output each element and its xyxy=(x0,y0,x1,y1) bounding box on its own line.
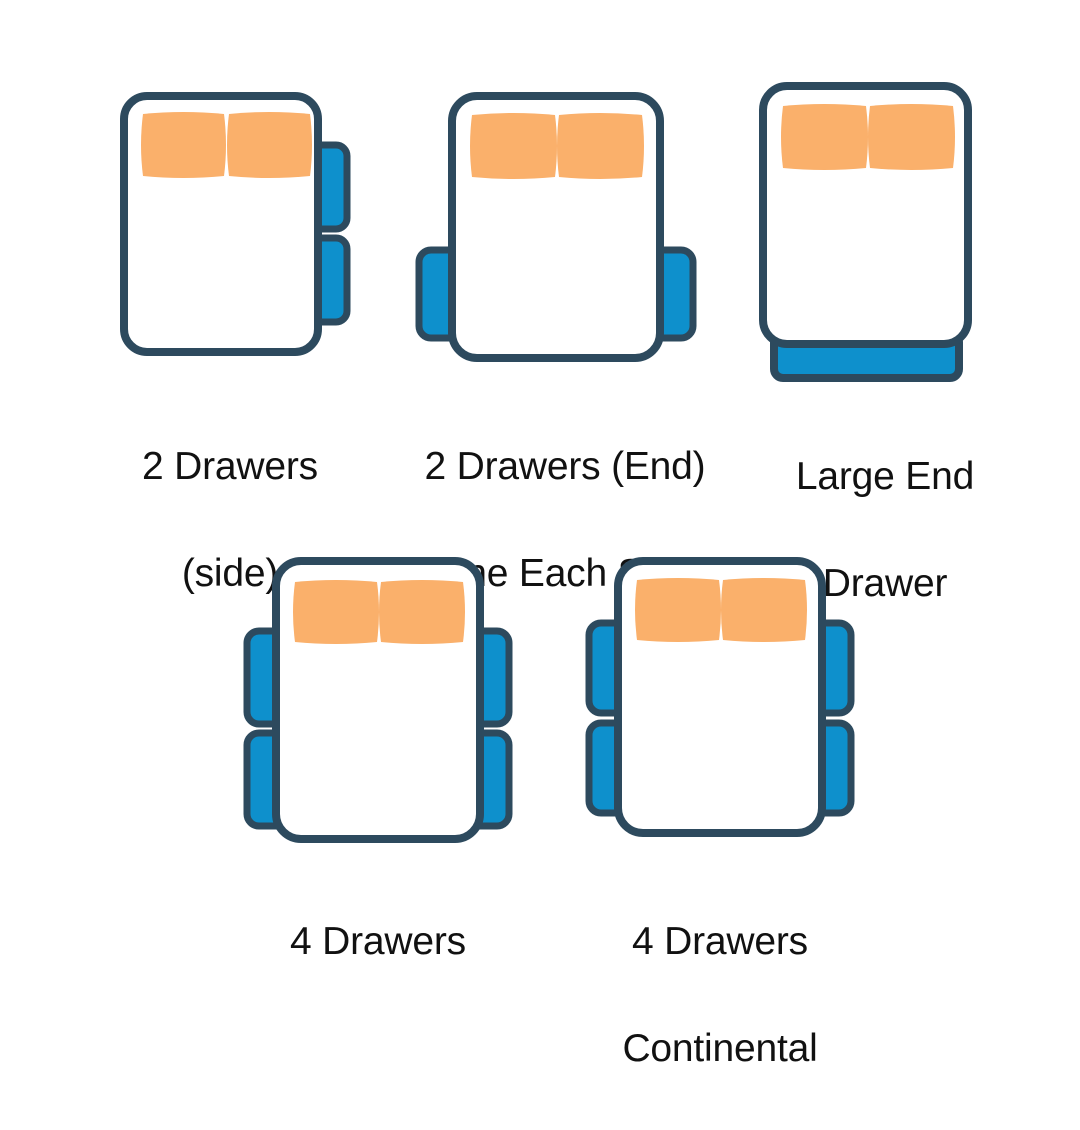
pillow-left xyxy=(635,578,721,642)
bed-option-large-end-drawer[interactable]: Large End Drawer xyxy=(735,78,1035,605)
pillow-left xyxy=(781,104,868,170)
caption-line: (side) xyxy=(181,552,279,596)
pillow-right xyxy=(721,578,807,642)
pillow-left xyxy=(141,112,226,178)
bed-option-label-four-drawers: 4 Drawers xyxy=(228,861,528,1022)
bed-option-two-drawers-side[interactable]: 2 Drawers (side) xyxy=(60,88,400,595)
caption-line: Continental xyxy=(622,1027,818,1071)
pillow-right xyxy=(379,580,465,644)
pillow-right xyxy=(557,113,644,179)
bed-diagram-two-drawers-end xyxy=(415,92,697,362)
pillow-right xyxy=(227,112,312,178)
caption-line: 2 Drawers xyxy=(142,444,318,488)
bed-diagram-four-drawers-continental xyxy=(585,557,855,837)
caption-line: 4 Drawers xyxy=(632,919,808,963)
bed-option-label-large-end-drawer: Large End Drawer xyxy=(735,396,1035,665)
bed-option-four-drawers[interactable]: 4 Drawers xyxy=(228,553,528,963)
bed-option-four-drawers-continental[interactable]: 4 Drawers Continental xyxy=(570,553,870,1070)
pillow-left xyxy=(470,113,557,179)
bed-diagram-large-end-drawer xyxy=(759,82,972,382)
bed-diagram-two-drawers-side xyxy=(120,92,351,356)
bed-option-two-drawers-end[interactable]: 2 Drawers (End) One Each Side xyxy=(395,88,735,595)
caption-line: Large End xyxy=(795,454,975,498)
caption-line: Drawer xyxy=(822,562,948,606)
pillow-right xyxy=(868,104,955,170)
bed-option-label-four-drawers-continental: 4 Drawers Continental xyxy=(570,861,870,1130)
bed-diagram-four-drawers xyxy=(243,557,513,843)
pillow-left xyxy=(293,580,379,644)
caption-line: 4 Drawers xyxy=(290,919,466,963)
bed-option-label-two-drawers-side: 2 Drawers (side) xyxy=(60,386,400,655)
caption-line: 2 Drawers (End) xyxy=(424,444,706,488)
diagram-canvas: 2 Drawers (side) 2 Drawers (End) One Eac… xyxy=(60,78,1035,1071)
